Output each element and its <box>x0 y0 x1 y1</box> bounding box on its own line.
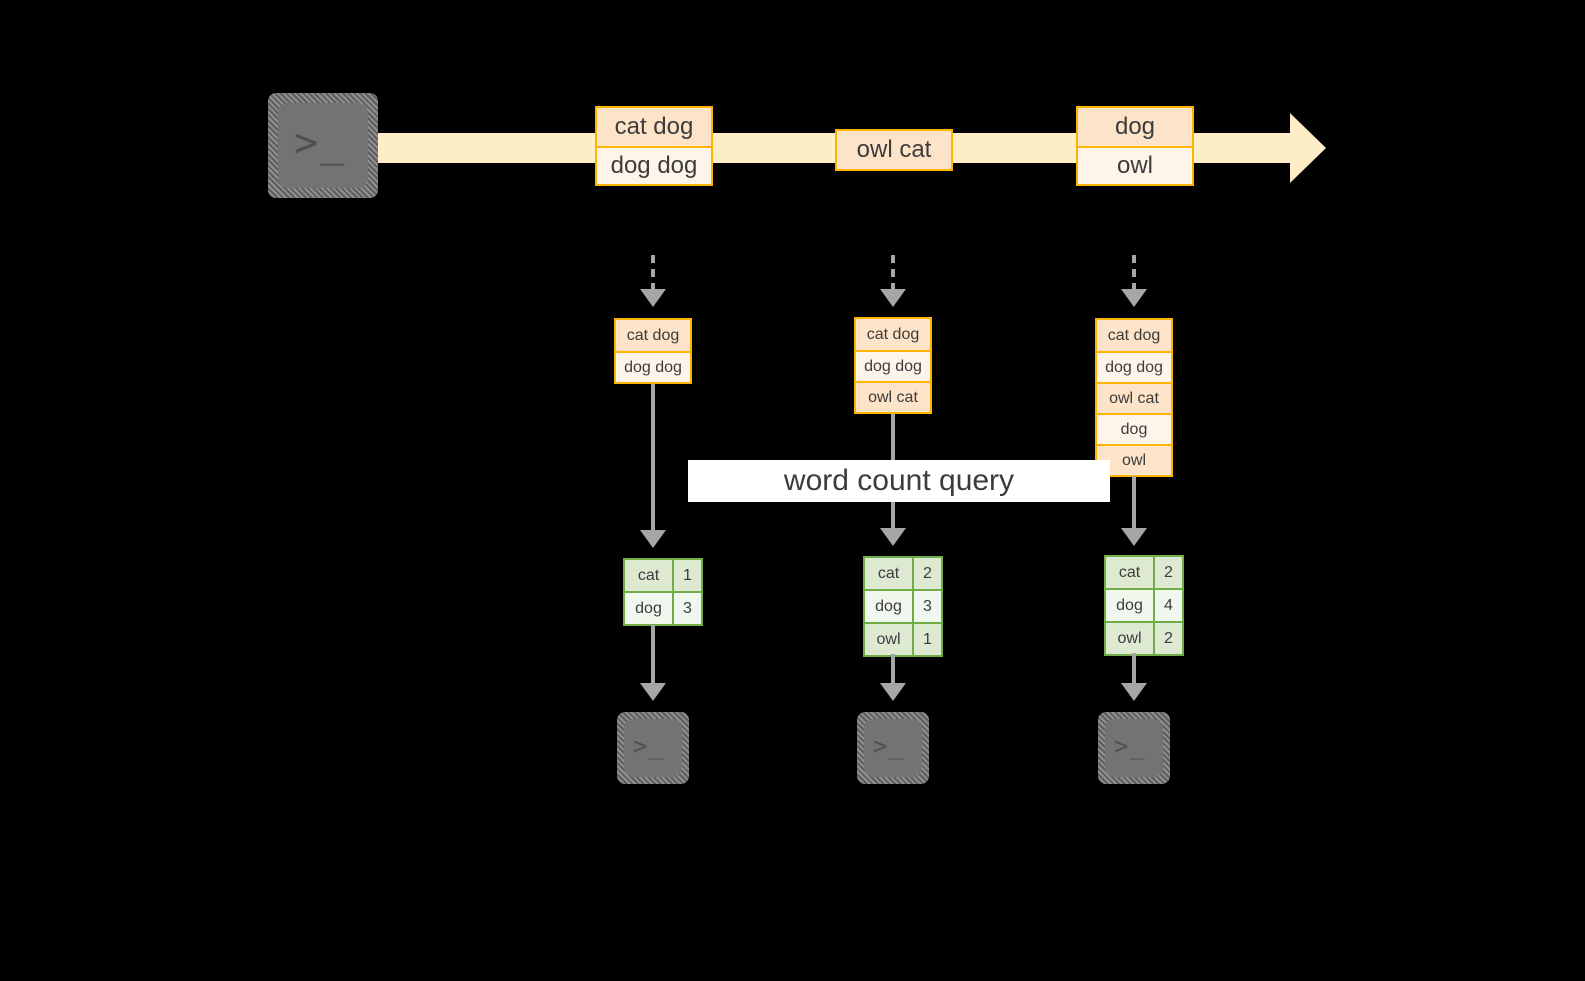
snapshot-3-output-line <box>1132 653 1136 685</box>
terminal-face <box>1105 719 1163 777</box>
terminal-prompt-icon: >_ <box>1114 732 1146 760</box>
terminal-face <box>864 719 922 777</box>
snapshot-2-output-line <box>891 654 895 685</box>
stream-message-line: dog dog <box>597 146 711 184</box>
table-row: cat 2 <box>865 558 941 589</box>
table-row: dog 3 <box>625 591 701 624</box>
result-word: owl <box>1106 623 1153 654</box>
snapshot-3-result-table[interactable]: cat 2 dog 4 owl 2 <box>1104 555 1184 656</box>
snapshot-2-consumer-terminal-icon[interactable]: >_ <box>857 712 929 784</box>
snapshot-1-feed-arrowhead <box>640 289 666 307</box>
table-row: cat 1 <box>625 560 701 591</box>
result-word: cat <box>865 558 912 589</box>
result-count: 2 <box>912 558 941 589</box>
terminal-prompt-icon: >_ <box>873 732 905 760</box>
snapshot-3-query-line <box>1132 476 1136 530</box>
word-count-query-label: word count query <box>688 460 1110 502</box>
result-count: 4 <box>1153 590 1182 621</box>
result-count: 3 <box>672 593 701 624</box>
snapshot-3-consumer-terminal-icon[interactable]: >_ <box>1098 712 1170 784</box>
table-row: dog 4 <box>1106 588 1182 621</box>
producer-terminal-icon[interactable]: >_ <box>268 93 378 198</box>
stream-message-line: dog <box>1078 108 1192 146</box>
result-word: cat <box>625 560 672 591</box>
snapshot-2-result-table[interactable]: cat 2 dog 3 owl 1 <box>863 556 943 657</box>
snapshot-3-accumulated-log[interactable]: cat dog dog dog owl cat dog owl <box>1095 318 1173 477</box>
result-count: 1 <box>912 624 941 655</box>
accumulated-log-line: owl cat <box>856 381 930 412</box>
result-word: dog <box>1106 590 1153 621</box>
result-count: 3 <box>912 591 941 622</box>
result-word: cat <box>1106 557 1153 588</box>
stream-message-line: owl <box>1078 146 1192 184</box>
accumulated-log-line: dog dog <box>856 350 930 381</box>
result-word: dog <box>625 593 672 624</box>
table-row: cat 2 <box>1106 557 1182 588</box>
snapshot-3-feed-line <box>1132 255 1136 291</box>
snapshot-1-feed-line <box>651 255 655 291</box>
table-row: owl 2 <box>1106 621 1182 654</box>
result-count: 2 <box>1153 557 1182 588</box>
accumulated-log-line: owl <box>1097 444 1171 475</box>
snapshot-1-query-line <box>651 384 655 532</box>
accumulated-log-line: cat dog <box>616 320 690 351</box>
terminal-face <box>624 719 682 777</box>
snapshot-2-feed-line <box>891 255 895 291</box>
stream-message-3[interactable]: dog owl <box>1076 106 1194 186</box>
snapshot-1-result-table[interactable]: cat 1 dog 3 <box>623 558 703 626</box>
snapshot-2-output-arrowhead <box>880 683 906 701</box>
terminal-prompt-icon: >_ <box>294 120 347 166</box>
terminal-prompt-icon: >_ <box>633 732 665 760</box>
stream-message-2[interactable]: owl cat <box>835 129 953 171</box>
accumulated-log-line: dog <box>1097 413 1171 444</box>
event-stream-arrow-head <box>1290 113 1326 183</box>
accumulated-log-line: dog dog <box>1097 351 1171 382</box>
snapshot-3-output-arrowhead <box>1121 683 1147 701</box>
stream-message-1[interactable]: cat dog dog dog <box>595 106 713 186</box>
snapshot-2-feed-arrowhead <box>880 289 906 307</box>
snapshot-1-query-arrowhead <box>640 530 666 548</box>
result-word: owl <box>865 624 912 655</box>
table-row: owl 1 <box>865 622 941 655</box>
snapshot-1-output-arrowhead <box>640 683 666 701</box>
accumulated-log-line: owl cat <box>1097 382 1171 413</box>
accumulated-log-line: dog dog <box>616 351 690 382</box>
snapshot-1-consumer-terminal-icon[interactable]: >_ <box>617 712 689 784</box>
snapshot-2-accumulated-log[interactable]: cat dog dog dog owl cat <box>854 317 932 414</box>
table-row: dog 3 <box>865 589 941 622</box>
snapshot-1-accumulated-log[interactable]: cat dog dog dog <box>614 318 692 384</box>
snapshot-1-output-line <box>651 625 655 685</box>
accumulated-log-line: cat dog <box>1097 320 1171 351</box>
result-count: 1 <box>672 560 701 591</box>
terminal-face <box>278 103 368 188</box>
snapshot-3-feed-arrowhead <box>1121 289 1147 307</box>
snapshot-2-query-arrowhead <box>880 528 906 546</box>
stream-message-line: owl cat <box>837 131 951 169</box>
result-word: dog <box>865 591 912 622</box>
result-count: 2 <box>1153 623 1182 654</box>
stream-message-line: cat dog <box>597 108 711 146</box>
accumulated-log-line: cat dog <box>856 319 930 350</box>
snapshot-3-query-arrowhead <box>1121 528 1147 546</box>
